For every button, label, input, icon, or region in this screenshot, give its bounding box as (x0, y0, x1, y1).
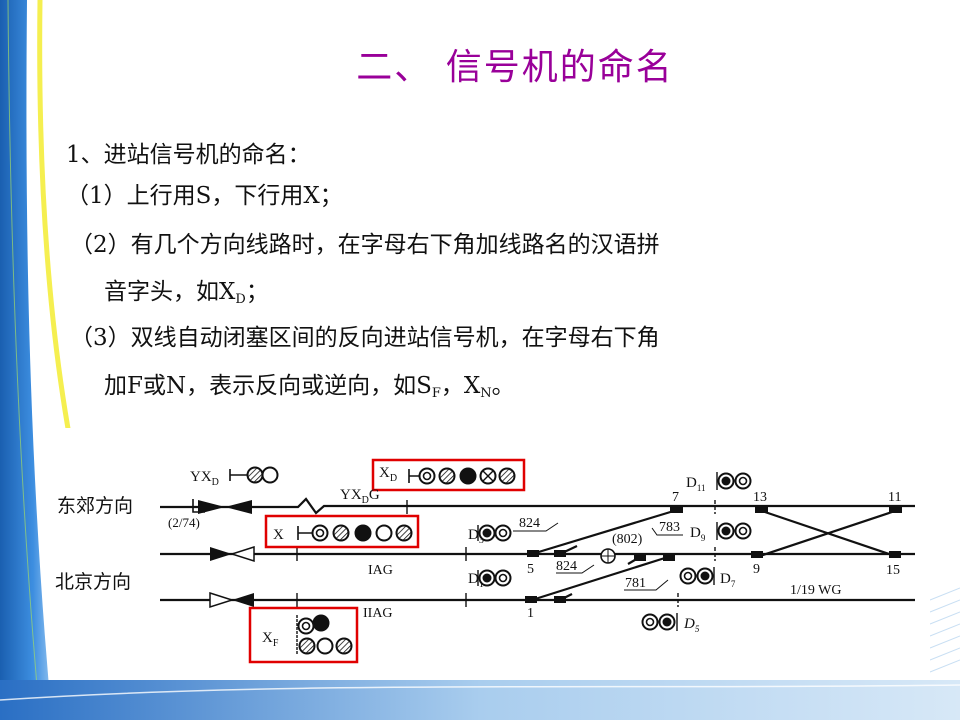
highlight-box-xd (371, 458, 526, 492)
signal-label-d9: D9 (690, 525, 706, 543)
switch-number-1: 1 (527, 606, 534, 621)
signal-label-d1: D1 (468, 571, 484, 590)
circuit-label-824-lower: 824 (556, 559, 577, 574)
station-track-diagram: 东郊方向 北京方向 YXD XD YXDG (2/74) X (50, 428, 930, 680)
text-line-3: （2）有几个方向线路时，在字母右下角加线路名的汉语拼 (70, 232, 660, 258)
signal-label-x: X (273, 527, 284, 543)
highlight-box-xf (248, 606, 359, 664)
text: ； (245, 279, 269, 305)
subscript: D (235, 292, 246, 307)
highlight-box-x (264, 514, 420, 549)
text: 音字头，如X (104, 279, 236, 305)
subscript: N (480, 386, 492, 401)
turnout-ratio-label: (2/74) (168, 515, 200, 530)
switch-number-5: 5 (527, 562, 534, 577)
signal-label-xf: XF (262, 630, 279, 649)
circuit-label-783: 783 (659, 520, 680, 535)
text: 。 (491, 373, 515, 399)
direction-label-east: 东郊方向 (57, 495, 133, 517)
track-label-yxdg: YXDG (340, 487, 380, 506)
subscript: F (431, 386, 441, 401)
signal-label-d11: D11 (686, 475, 706, 493)
circuit-label-781: 781 (625, 576, 646, 591)
signal-label-d5: D5 (683, 616, 700, 634)
track-label-iag: IAG (368, 563, 393, 578)
signal-label-xd: XD (379, 465, 397, 484)
derail-label-802: (802) (612, 532, 643, 547)
text-line-6: 加F或N，表示反向或逆向，如SF，XN。 (104, 366, 515, 401)
switch-number-7: 7 (672, 490, 679, 505)
lamp-hatched-icon (246, 466, 264, 484)
signal-label-yxd: YXD (190, 469, 219, 488)
text: ，X (440, 373, 481, 399)
text-line-2: （1）上行用S，下行用X； (66, 183, 343, 209)
switch-blocks (525, 506, 902, 603)
switch-number-15: 15 (886, 563, 900, 578)
text-line-4: 音字头，如XD； (104, 272, 269, 307)
track-label-iiag: IIAG (363, 606, 393, 621)
slide-title: 二、 信号机的命名 (356, 47, 674, 88)
switch-number-9: 9 (753, 562, 760, 577)
insulated-joints (198, 500, 255, 609)
switch-number-11: 11 (888, 490, 901, 505)
text-line-5: （3）双线自动闭塞区间的反向进站信号机，在字母右下角 (70, 325, 660, 351)
signal-label-d7: D7 (720, 571, 736, 589)
switch-number-13: 13 (753, 490, 767, 505)
signal-post (229, 469, 248, 481)
circuit-label-824: 824 (519, 516, 540, 531)
direction-label-beijing: 北京方向 (55, 571, 131, 593)
track-label-wg: 1/19 WG (790, 583, 841, 598)
text-line-1: 1、进站信号机的命名： (66, 142, 311, 168)
derail-802 (600, 548, 616, 564)
lamp-open-icon (261, 466, 279, 484)
text: 加F或N，表示反向或逆向，如S (104, 373, 432, 399)
signal-label-d3: D3 (468, 527, 484, 546)
